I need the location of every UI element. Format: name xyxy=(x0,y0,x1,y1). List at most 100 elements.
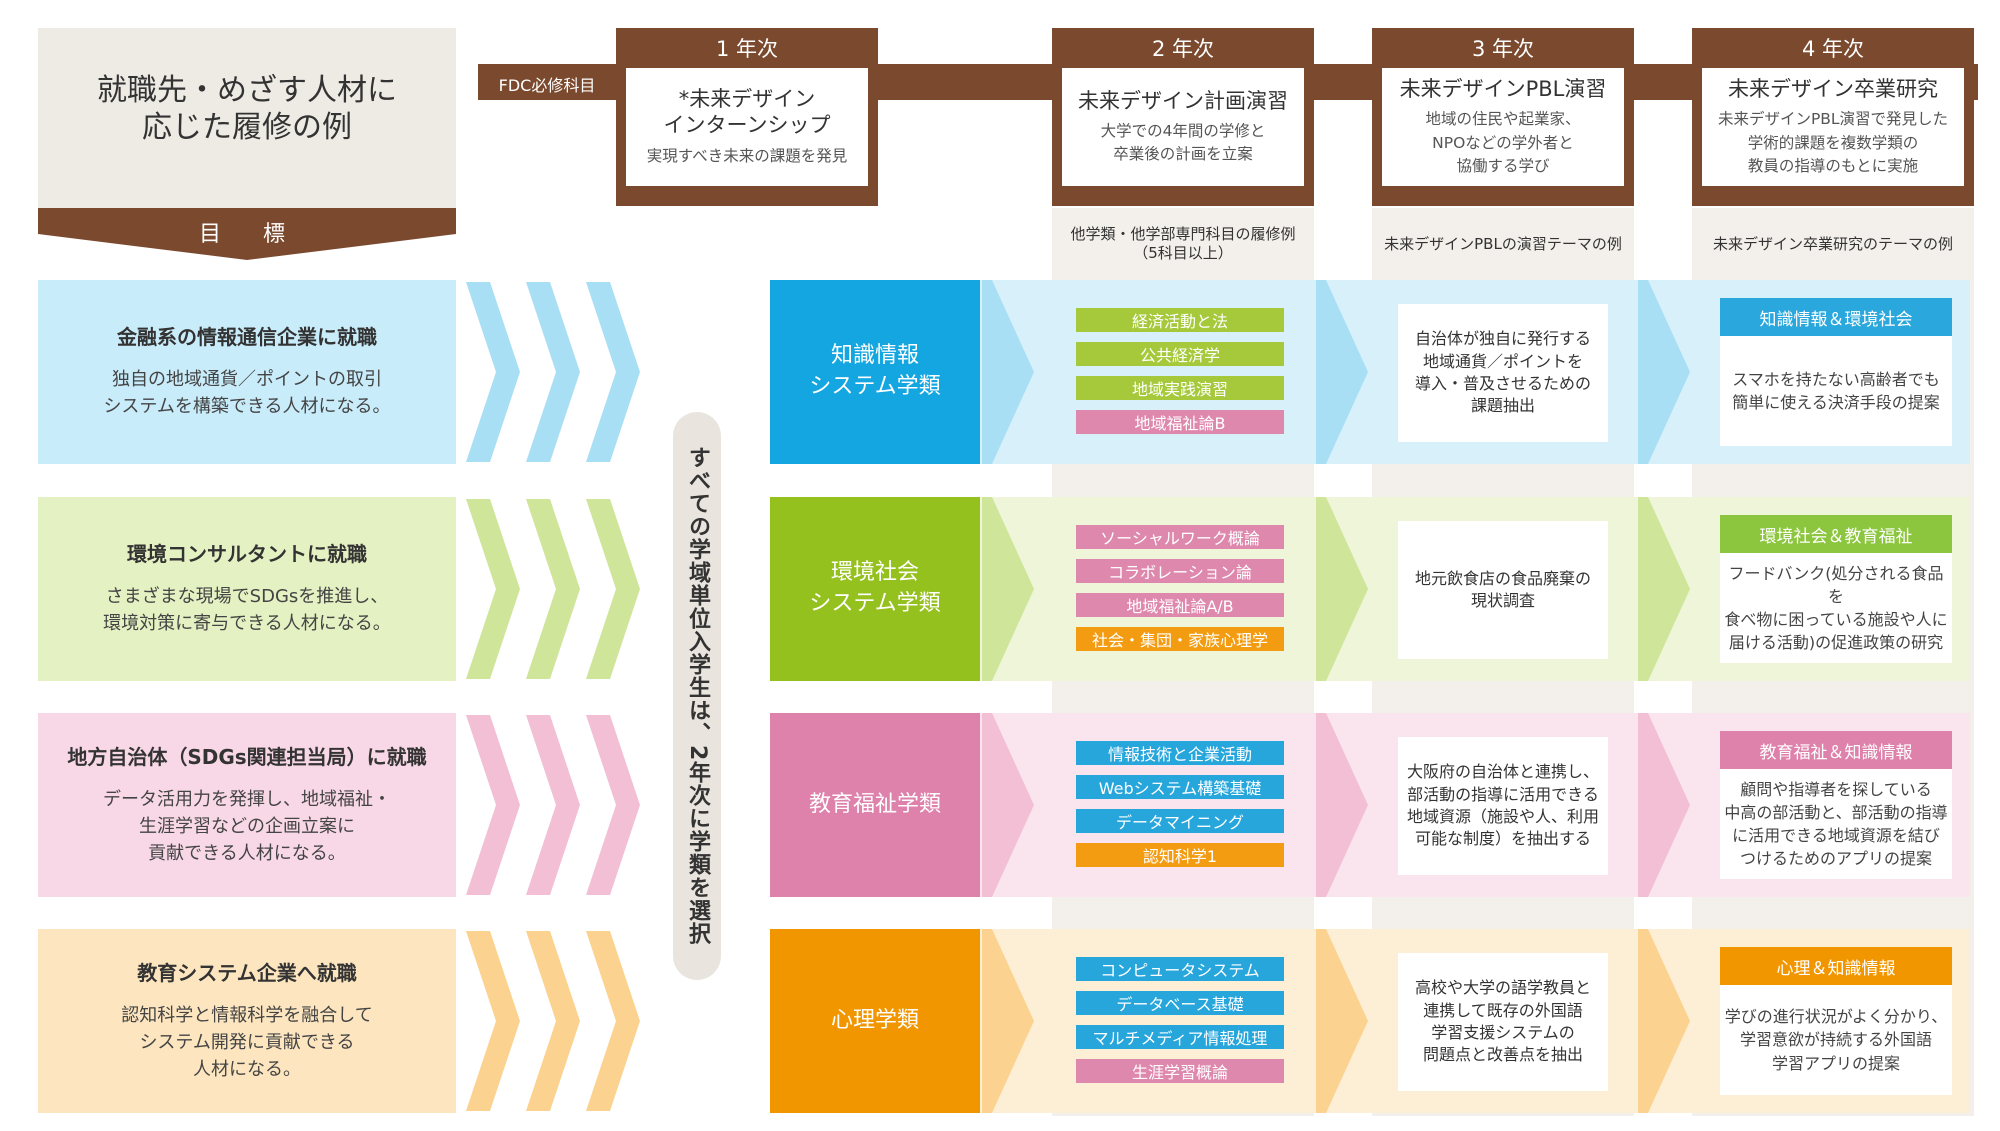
flow-arrow-icon xyxy=(1638,713,1690,897)
year-4-desc: 未来デザインPBL演習で発見した 学術的課題を複数学類の 教員の指導のもとに実施 xyxy=(1717,110,1949,175)
flow-arrow-shape xyxy=(1316,713,1368,897)
chevron-arrow-icon xyxy=(586,499,640,679)
course-tag: Webシステム構築基礎 xyxy=(1076,775,1284,799)
year-1-desc: 実現すべき未来の課題を発見 xyxy=(646,146,848,165)
goal-title: 地方自治体（SDGs関連担当局）に就職 xyxy=(67,744,427,769)
flow-arrow-icon xyxy=(1316,497,1368,681)
flow-arrow-icon xyxy=(982,713,1034,897)
research-theme-box: 教育福祉＆知識情報顧問や指導者を探している 中高の部活動と、部活動の指導 に活用… xyxy=(1720,731,1952,879)
year-3-content: 未来デザインPBL演習 地域の住民や起業家、 NPOなどの学外者と 協働する学び xyxy=(1382,68,1624,186)
goal-description: 独自の地域通貨／ポイントの取引 システムを構築できる人材になる。 xyxy=(103,369,391,417)
vertical-note: すべての学域単位入学生は、2年次に学類を選択 xyxy=(673,412,721,980)
course-tag: 地域福祉論B xyxy=(1076,410,1284,434)
year-4-box: 4 年次 未来デザイン卒業研究 未来デザインPBL演習で発見した 学術的課題を複… xyxy=(1692,28,1974,206)
year-1-box: 1 年次 *未来デザイン インターンシップ 実現すべき未来の課題を発見 xyxy=(616,28,878,206)
research-tag: 教育福祉＆知識情報 xyxy=(1720,731,1952,769)
flow-arrow-icon xyxy=(1638,929,1690,1113)
courses-column-heading: 他学類・他学部専門科目の履修例 （5科目以上） xyxy=(1070,225,1296,262)
research-tag: 環境社会＆教育福祉 xyxy=(1720,515,1952,553)
year-2-content: 未来デザイン計画演習 大学での4年間の学修と 卒業後の計画を立案 xyxy=(1062,68,1304,186)
course-tag: 公共経済学 xyxy=(1076,342,1284,366)
pbl-theme-box: 大阪府の自治体と連携し、 部活動の指導に活用できる 地域資源（施設や人、利用 可… xyxy=(1398,737,1608,875)
course-tag: 地域福祉論A/B xyxy=(1076,593,1284,617)
goal-box: 地方自治体（SDGs関連担当局）に就職データ活用力を発揮し、地域福祉・ 生涯学習… xyxy=(38,713,456,897)
goal-title: 金融系の情報通信企業に就職 xyxy=(117,325,377,349)
chevron-group xyxy=(460,929,640,1113)
chevron-arrows-icon xyxy=(466,282,640,462)
research-tag: 心理＆知識情報 xyxy=(1720,947,1952,985)
year-1-label: 1 年次 xyxy=(715,37,779,61)
course-list: 経済活動と法公共経済学地域実践演習地域福祉論B xyxy=(1076,308,1284,434)
department-box: 環境社会 システム学類 xyxy=(770,497,980,681)
research-theme-box: 知識情報＆環境社会スマホを持たない高齢者でも 簡単に使える決済手段の提案 xyxy=(1720,298,1952,446)
flow-arrow-shape xyxy=(1316,497,1368,681)
pbl-column-heading: 未来デザインPBLの演習テーマの例 xyxy=(1384,234,1622,253)
chevron-arrows-icon xyxy=(466,931,640,1111)
year-3-desc: 地域の住民や起業家、 NPOなどの学外者と 協働する学び xyxy=(1425,110,1581,175)
course-list: コンピュータシステムデータベース基礎マルチメディア情報処理生涯学習概論 xyxy=(1076,957,1284,1083)
chevron-arrow-icon xyxy=(526,282,580,462)
chevron-arrow-icon xyxy=(466,715,520,895)
flow-arrow-shape xyxy=(1316,280,1368,464)
goal-description: 認知科学と情報科学を融合して システム開発に貢献できる 人材になる。 xyxy=(121,1004,373,1080)
course-tag: 情報技術と企業活動 xyxy=(1076,741,1284,765)
goal-box: 教育システム企業へ就職認知科学と情報科学を融合して システム開発に貢献できる 人… xyxy=(38,929,456,1113)
research-column-heading: 未来デザイン卒業研究のテーマの例 xyxy=(1712,234,1953,253)
flow-arrow-icon xyxy=(1638,497,1690,681)
pbl-theme-box: 自治体が独自に発行する 地域通貨／ポイントを 導入・普及させるための 課題抽出 xyxy=(1398,304,1608,442)
year-2-label: 2 年次 xyxy=(1151,37,1215,61)
flow-arrow-shape xyxy=(982,929,1034,1113)
goal-label: 目 標 xyxy=(198,222,295,247)
flow-arrow-shape xyxy=(1638,929,1690,1113)
flow-arrow-shape xyxy=(1316,929,1368,1113)
chevron-arrow-icon xyxy=(526,931,580,1111)
goal-title: 教育システム企業へ就職 xyxy=(137,960,357,985)
chevron-arrow-icon xyxy=(466,931,520,1111)
vertical-note-text: すべての学域単位入学生は、2年次に学類を選択 xyxy=(685,446,710,946)
year-4-label: 4 年次 xyxy=(1801,37,1865,61)
flow-arrow-icon xyxy=(982,280,1034,464)
flow-arrow-icon xyxy=(982,929,1034,1113)
year-1-content: *未来デザイン インターンシップ 実現すべき未来の課題を発見 xyxy=(626,68,868,186)
year-3-box: 3 年次 未来デザインPBL演習 地域の住民や起業家、 NPOなどの学外者と 協… xyxy=(1372,28,1634,206)
flow-arrow-icon xyxy=(1638,280,1690,464)
year-2-desc: 大学での4年間の学修と 卒業後の計画を立案 xyxy=(1100,121,1266,164)
flow-arrow-shape xyxy=(1638,497,1690,681)
goal-box: 金融系の情報通信企業に就職独自の地域通貨／ポイントの取引 システムを構築できる人… xyxy=(38,280,456,464)
chevron-arrow-icon xyxy=(526,715,580,895)
chevron-arrow-icon xyxy=(526,499,580,679)
research-theme-box: 心理＆知識情報学びの進行状況がよく分かり、 学習意欲が持続する外国語 学習アプリ… xyxy=(1720,947,1952,1095)
course-list: ソーシャルワーク概論コラボレーション論地域福祉論A/B 社会・集団・家族心理学 xyxy=(1076,525,1284,651)
flow-arrow-shape xyxy=(1638,280,1690,464)
course-tag: ソーシャルワーク概論 xyxy=(1076,525,1284,549)
chevron-arrow-icon xyxy=(586,931,640,1111)
goal-description: さまざまな現場でSDGsを推進し、 環境対策に寄与できる人材になる。 xyxy=(103,586,391,634)
chevron-arrow-icon xyxy=(586,715,640,895)
year-2-course: 未来デザイン計画演習 xyxy=(1078,88,1288,113)
chevron-group xyxy=(460,497,640,681)
year-3-course: 未来デザインPBL演習 xyxy=(1399,77,1607,101)
flow-arrow-shape xyxy=(1638,713,1690,897)
course-tag: データベース基礎 xyxy=(1076,991,1284,1015)
research-text: スマホを持たない高齢者でも 簡単に使える決済手段の提案 xyxy=(1732,369,1940,412)
course-tag: コラボレーション論 xyxy=(1076,559,1284,583)
chevron-group xyxy=(460,280,640,464)
course-tag: 社会・集団・家族心理学 xyxy=(1076,627,1284,651)
chevron-arrows-icon xyxy=(466,715,640,895)
goal-title: 環境コンサルタントに就職 xyxy=(127,542,367,566)
research-text: 学びの進行状況がよく分かり、 学習意欲が持続する外国語 学習アプリの提案 xyxy=(1724,1007,1948,1073)
course-tag: コンピュータシステム xyxy=(1076,957,1284,981)
chevron-group xyxy=(460,713,640,897)
year-1-course: *未来デザイン インターンシップ xyxy=(663,87,831,138)
chevron-arrow-icon xyxy=(466,499,520,679)
pbl-theme-box: 高校や大学の語学教員と 連携して既存の外国語 学習支援システムの 問題点と改善点… xyxy=(1398,953,1608,1091)
course-tag: 地域実践演習 xyxy=(1076,376,1284,400)
course-tag: 認知科学1 xyxy=(1076,843,1284,867)
department-box: 心理学類 xyxy=(770,929,980,1113)
year-3-label: 3 年次 xyxy=(1471,37,1535,61)
goal-banner xyxy=(38,208,456,260)
chevron-arrows-icon xyxy=(466,499,640,679)
fdc-required-label: FDC必修科目 xyxy=(498,76,596,95)
pbl-theme-box: 地元飲食店の食品廃棄の 現状調査 xyxy=(1398,521,1608,659)
